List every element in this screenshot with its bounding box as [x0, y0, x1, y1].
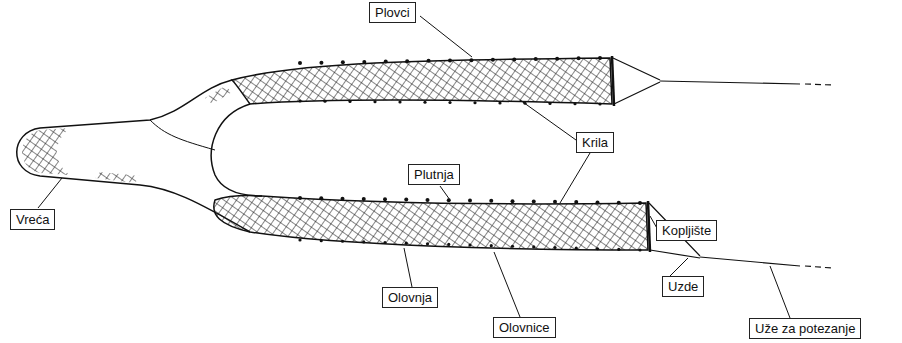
float-dot: [319, 196, 323, 200]
float-dot: [423, 101, 426, 104]
float-dot: [426, 242, 429, 245]
float-dot: [511, 245, 514, 248]
part-label: Krila: [576, 132, 614, 153]
label-text: Krila: [582, 135, 608, 150]
float-dot: [298, 196, 302, 200]
float-dot: [617, 248, 620, 251]
float-dot: [532, 199, 536, 203]
float-dot: [362, 240, 365, 243]
float-dot: [404, 198, 408, 202]
float-dot: [548, 102, 551, 105]
float-dot: [348, 100, 351, 103]
sack-hatch: [205, 86, 232, 104]
lower-wing: [214, 195, 648, 250]
float-dot: [298, 61, 302, 65]
float-dot: [511, 199, 515, 203]
float-dot: [553, 200, 557, 204]
float-dot: [323, 100, 326, 103]
float-dot: [405, 242, 408, 245]
float-dot: [362, 60, 366, 64]
label-text: Plutnja: [414, 167, 454, 182]
part-label: Uže za potezanje: [749, 318, 861, 339]
float-dot: [398, 100, 401, 103]
lower-tow-rope: [700, 257, 800, 266]
part-label: Olovnice: [493, 317, 556, 338]
float-dot: [448, 59, 452, 63]
label-text: Vreća: [16, 212, 49, 227]
label-text: Uzde: [668, 279, 698, 294]
float-dot: [383, 197, 387, 201]
float-dot: [426, 198, 430, 202]
float-dot: [598, 102, 601, 105]
label-text: Uže za potezanje: [755, 321, 855, 336]
float-dot: [638, 201, 642, 205]
lower-pole: [648, 201, 650, 252]
float-dot: [638, 248, 641, 251]
float-dot: [320, 239, 323, 242]
float-dot: [384, 60, 388, 64]
float-dot: [574, 200, 578, 204]
float-dot: [498, 101, 501, 104]
float-dot: [319, 61, 323, 65]
float-dot: [617, 201, 621, 205]
sack-inner-line: [150, 120, 215, 150]
float-dot: [534, 57, 538, 61]
float-dot: [490, 244, 493, 247]
label-text: Olovnja: [388, 290, 432, 305]
part-label: Olovnja: [382, 287, 438, 308]
float-dot: [447, 243, 450, 246]
float-dot: [489, 199, 493, 203]
float-dot: [341, 60, 345, 64]
part-label: Plutnja: [408, 164, 460, 185]
float-dot: [383, 241, 386, 244]
float-dot: [491, 58, 495, 62]
float-dot: [512, 57, 516, 61]
float-dot: [553, 246, 556, 249]
floats-and-sinkers: [298, 56, 642, 252]
leader-lines: [38, 16, 790, 318]
float-dot: [405, 59, 409, 63]
label-text: Olovnice: [499, 320, 550, 335]
part-label: Plovci: [369, 2, 416, 23]
float-dot: [373, 100, 376, 103]
float-dot: [469, 58, 473, 62]
float-dot: [341, 197, 345, 201]
upper-tow-rope-dashed: [805, 84, 832, 85]
float-dot: [573, 102, 576, 105]
float-dot: [596, 247, 599, 250]
part-label: Uzde: [662, 276, 704, 297]
float-dot: [596, 200, 600, 204]
float-dot: [362, 197, 366, 201]
upper-wing: [232, 58, 612, 104]
float-dot: [532, 245, 535, 248]
float-dot: [598, 56, 602, 60]
upper-bridle: [613, 58, 660, 104]
sack-hatch: [95, 172, 140, 183]
float-dot: [468, 243, 471, 246]
float-dot: [298, 238, 301, 241]
float-dot: [575, 247, 578, 250]
float-dot: [448, 101, 451, 104]
float-dot: [555, 57, 559, 61]
float-dot: [468, 199, 472, 203]
upper-pole: [612, 56, 614, 106]
sack-hatch: [22, 128, 70, 175]
lower-tow-rope-dashed: [805, 266, 832, 268]
label-text: Plovci: [375, 5, 410, 20]
float-dot: [473, 101, 476, 104]
part-label: Vreća: [10, 209, 55, 230]
inner-curve: [211, 104, 262, 196]
label-text: Kopljište: [662, 223, 711, 238]
part-label: Kopljište: [656, 220, 717, 241]
float-dot: [298, 99, 301, 102]
float-dot: [577, 56, 581, 60]
float-dot: [427, 59, 431, 63]
float-dot: [341, 240, 344, 243]
upper-tow-rope: [660, 81, 800, 84]
